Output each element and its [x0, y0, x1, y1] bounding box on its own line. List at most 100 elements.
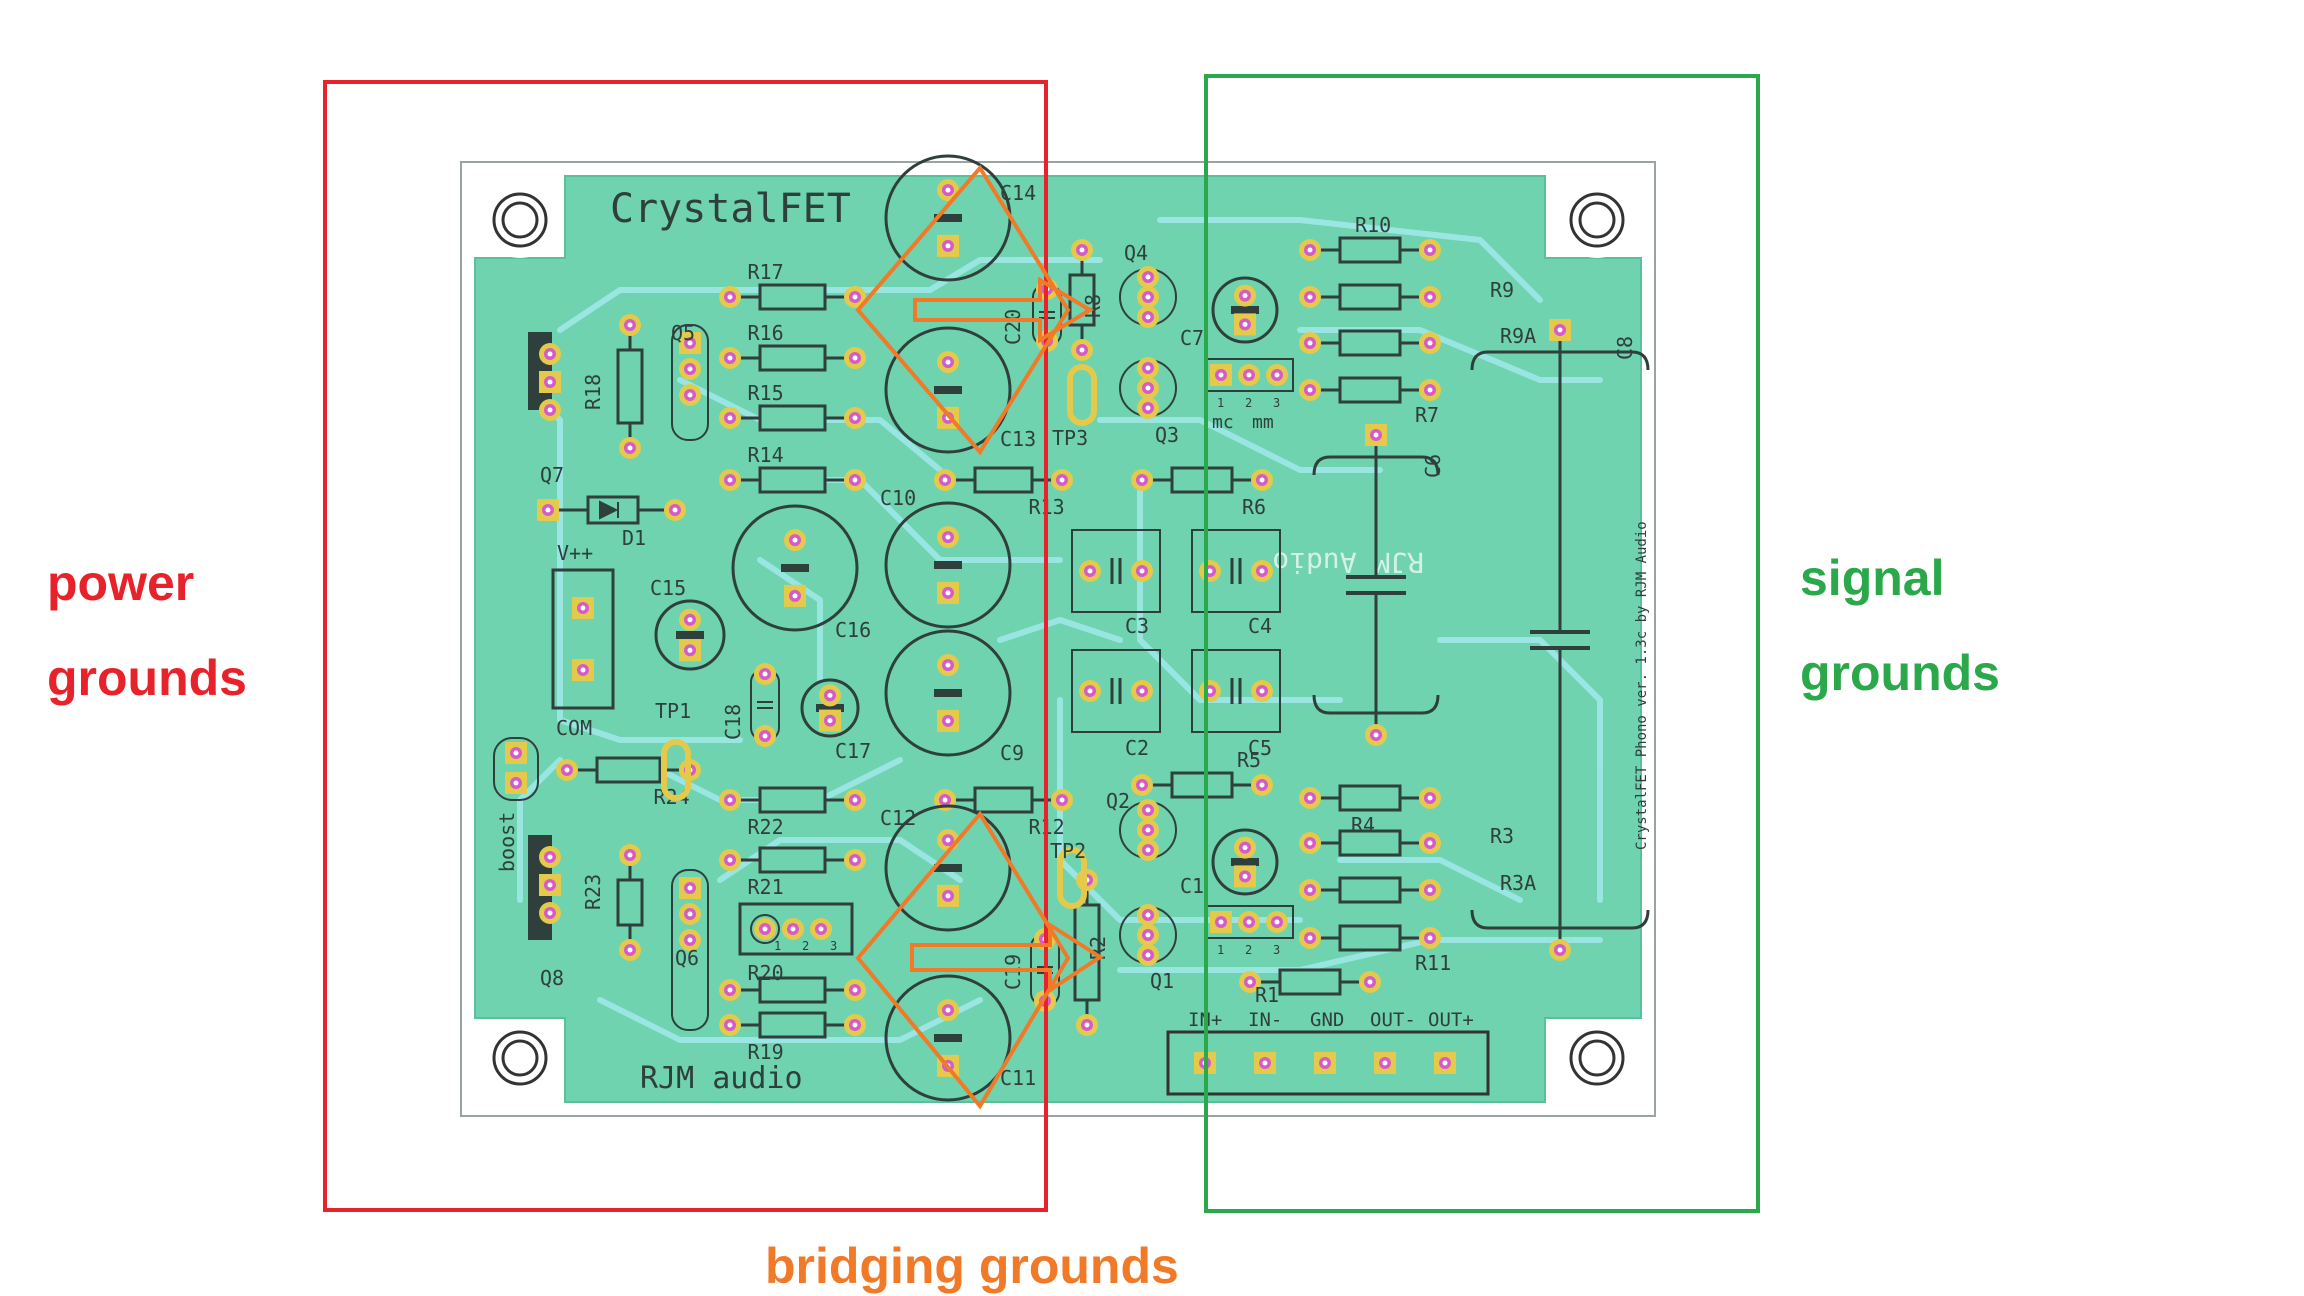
resistor-r7 [1310, 376, 1430, 404]
resistor-r17-pad1 [719, 286, 741, 308]
resistor-r3-label: R3 [1490, 824, 1514, 848]
resistor-r9a-pad1 [1299, 332, 1321, 354]
transistor-q7-pin1 [539, 343, 561, 365]
capacitor-c3 [1071, 529, 1161, 613]
board-maker: RJM audio [640, 1061, 803, 1096]
capacitor-c10-pad-minus [937, 581, 959, 604]
resistor-r9a [1310, 329, 1430, 357]
capacitor-c7-pad-minus [1234, 313, 1256, 336]
capacitor-c6-pad2 [1365, 724, 1387, 746]
test-point-tp3-label: TP3 [1052, 426, 1088, 450]
resistor-r15 [730, 404, 855, 432]
resistor-r14-label: R14 [748, 443, 784, 467]
mc-mm-jumper-2-pinnum-2: 2 [1245, 943, 1252, 957]
capacitor-c9-label: C9 [1000, 741, 1024, 765]
resistor-r23-label: R23 [581, 874, 605, 910]
capacitor-c1 [1211, 828, 1279, 896]
capacitor-c13-pad-plus [937, 351, 959, 374]
resistor-r5-pad2 [1251, 774, 1273, 796]
resistor-r11-pad2 [1419, 927, 1441, 949]
resistor-r3a-pad2 [1419, 879, 1441, 901]
capacitor-c5 [1191, 649, 1281, 733]
capacitor-c7-label: C7 [1180, 326, 1204, 350]
power-header-pin-com [572, 659, 594, 681]
capacitor-c1-pad-plus [1234, 836, 1256, 859]
resistor-r9-pad1 [1299, 286, 1321, 308]
capacitor-c13-label: C13 [1000, 427, 1036, 451]
capacitor-c8-pad1 [1549, 319, 1571, 341]
resistor-r18-pad2 [619, 437, 641, 459]
capacitor-c5-pad1 [1199, 680, 1221, 702]
io-connector: IN+ IN- GND OUT- OUT+ [1166, 1009, 1490, 1096]
transistor-q5-pin3 [679, 384, 701, 406]
bridging-grounds-label: bridging grounds [765, 1238, 1179, 1294]
capacitor-c9-pad-plus [937, 654, 959, 677]
transistor-q5-label: Q5 [671, 321, 695, 345]
resistor-r14-pad2 [844, 469, 866, 491]
io-connector-pin-3 [1314, 1052, 1336, 1074]
io-connector-pin-4 [1374, 1052, 1396, 1074]
board-title: CrystalFET [610, 186, 851, 232]
resistor-r13-pad1 [934, 469, 956, 491]
power-grounds-label-line1: power [47, 555, 195, 611]
capacitor-c2-pad2 [1131, 680, 1153, 702]
resistor-r9a-pad2 [1419, 332, 1441, 354]
resistor-r10-pad2 [1419, 239, 1441, 261]
resistor-r8-pad1 [1071, 239, 1093, 261]
resistor-r22-pad1 [719, 789, 741, 811]
transistor-q2-pin3 [1137, 839, 1159, 861]
capacitor-c18-pad2 [754, 725, 776, 747]
resistor-r9a-label: R9A [1500, 324, 1536, 348]
transistor-q6-pin3 [679, 929, 701, 951]
power-grounds-box [323, 80, 1048, 1212]
capacitor-c15-pad-minus [679, 639, 701, 662]
capacitor-c16 [731, 504, 859, 632]
diode-d1-pad1 [537, 499, 559, 521]
transistor-q4-label: Q4 [1124, 241, 1148, 265]
capacitor-c10-pad-plus [937, 526, 959, 549]
pin-header-r20-pinnum-3: 3 [830, 939, 837, 953]
transistor-q8-pin2 [539, 874, 561, 896]
transistor-q3-pin1 [1137, 357, 1159, 379]
capacitor-c7-pad-plus [1234, 284, 1256, 307]
capacitor-c6 [1312, 445, 1440, 725]
transistor-q8-label: Q8 [540, 966, 564, 990]
test-point-tp1 [661, 739, 691, 801]
pin-header-r20 [738, 902, 854, 956]
resistor-r20-pad2 [844, 979, 866, 1001]
mc-mm-jumper-1-pinnum-1: 1 [1217, 396, 1224, 410]
capacitor-c15-label: C15 [650, 576, 686, 600]
pin-header-r20-pinnum-2: 2 [802, 939, 809, 953]
transistor-q7-pin2 [539, 371, 561, 393]
capacitor-c4-pad1 [1199, 560, 1221, 582]
connector-label-in-minus: IN- [1248, 1009, 1282, 1031]
transistor-q5-pin1 [679, 332, 701, 354]
bridging-arrow-shape-top [913, 276, 1094, 344]
transistor-q1-label: Q1 [1150, 969, 1174, 993]
resistor-r15-pad2 [844, 407, 866, 429]
transistor-q7-pin3 [539, 399, 561, 421]
header-label-vpp: V++ [557, 541, 593, 565]
capacitor-c4-label: C4 [1248, 614, 1272, 638]
capacitor-c8 [1470, 340, 1650, 940]
silkscreen: CrystalFET RJM audio RJM Audio CrystalFE… [495, 186, 1650, 1096]
resistor-r19-label: R19 [748, 1040, 784, 1064]
capacitor-c15 [654, 599, 726, 671]
resistor-r17-pad2 [844, 286, 866, 308]
resistor-r3a [1310, 876, 1430, 904]
resistor-r15-label: R15 [748, 381, 784, 405]
resistor-r1-label: R1 [1255, 983, 1279, 1007]
capacitor-c4-pad2 [1251, 560, 1273, 582]
io-connector-pin-5 [1434, 1052, 1456, 1074]
transistor-q2-pin1 [1137, 799, 1159, 821]
power-header [551, 568, 615, 710]
pin-header-r20-pin3 [810, 918, 832, 940]
connector-label-out-plus: OUT+ [1428, 1009, 1474, 1031]
test-point-tp3 [1067, 364, 1097, 426]
capacitor-c10-label: C10 [880, 486, 916, 510]
resistor-r11 [1310, 924, 1430, 952]
resistor-r5 [1142, 771, 1262, 799]
signal-grounds-label-line1: signal [1800, 550, 1945, 606]
mounting-hole-top-right [1559, 182, 1635, 258]
